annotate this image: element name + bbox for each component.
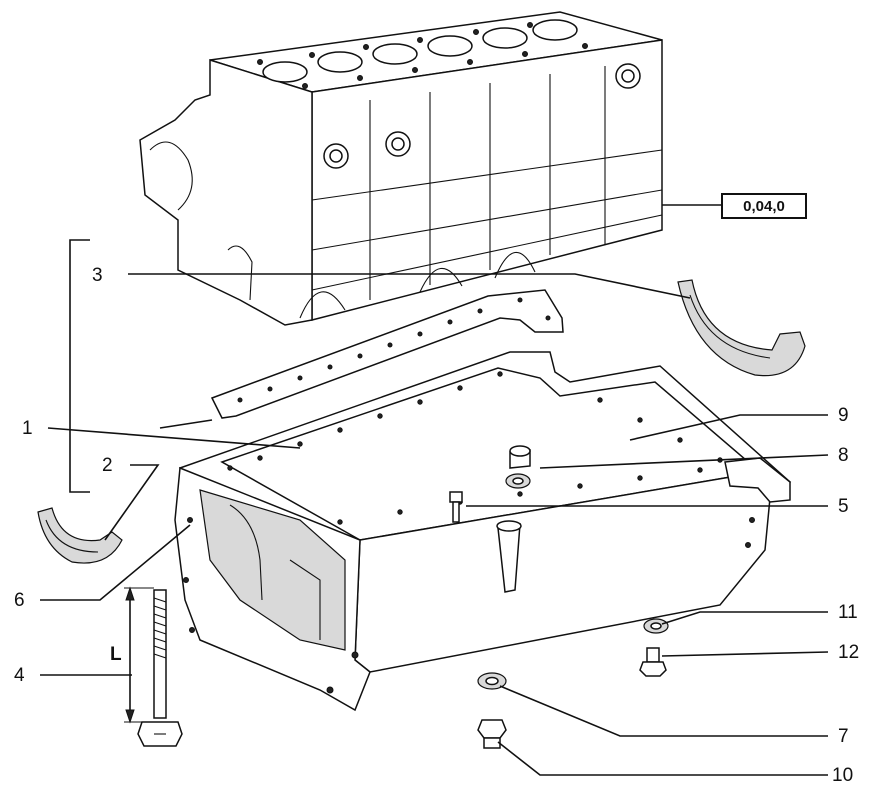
small-screw (449, 491, 463, 523)
hex-screw (639, 647, 667, 677)
callout-4: 4 (14, 665, 25, 686)
callout-8: 8 (838, 445, 849, 466)
reference-code: 0,04,0 (743, 198, 785, 215)
reference-box: 0,04,0 (721, 193, 807, 219)
callout-1: 1 (22, 418, 33, 439)
callout-9: 9 (838, 405, 849, 426)
sealing-washer (643, 618, 669, 634)
length-label: L (110, 644, 122, 665)
leader-lines (40, 273, 829, 776)
length-dimension: L (110, 586, 154, 724)
rear-seal-half-ring (677, 279, 806, 377)
group-bracket (69, 239, 90, 493)
front-seal-half-ring (37, 507, 123, 564)
drain-plug-top (505, 445, 531, 489)
drain-plug-washer (477, 672, 507, 690)
callout-2: 2 (102, 455, 113, 476)
oil-pan-gasket (210, 289, 564, 419)
long-stud-bolt (137, 589, 183, 747)
callout-12: 12 (838, 642, 859, 663)
callout-7: 7 (838, 726, 849, 747)
callout-5: 5 (838, 496, 849, 517)
callout-3: 3 (92, 265, 103, 286)
engine-block (139, 11, 663, 326)
callout-labels: 3 1 2 6 4 9 8 5 11 12 7 10 (14, 265, 859, 786)
oil-pan (174, 351, 792, 712)
callout-11: 11 (838, 602, 858, 623)
drain-plug (477, 719, 507, 749)
callout-10: 10 (832, 765, 853, 786)
callout-6: 6 (14, 590, 25, 611)
